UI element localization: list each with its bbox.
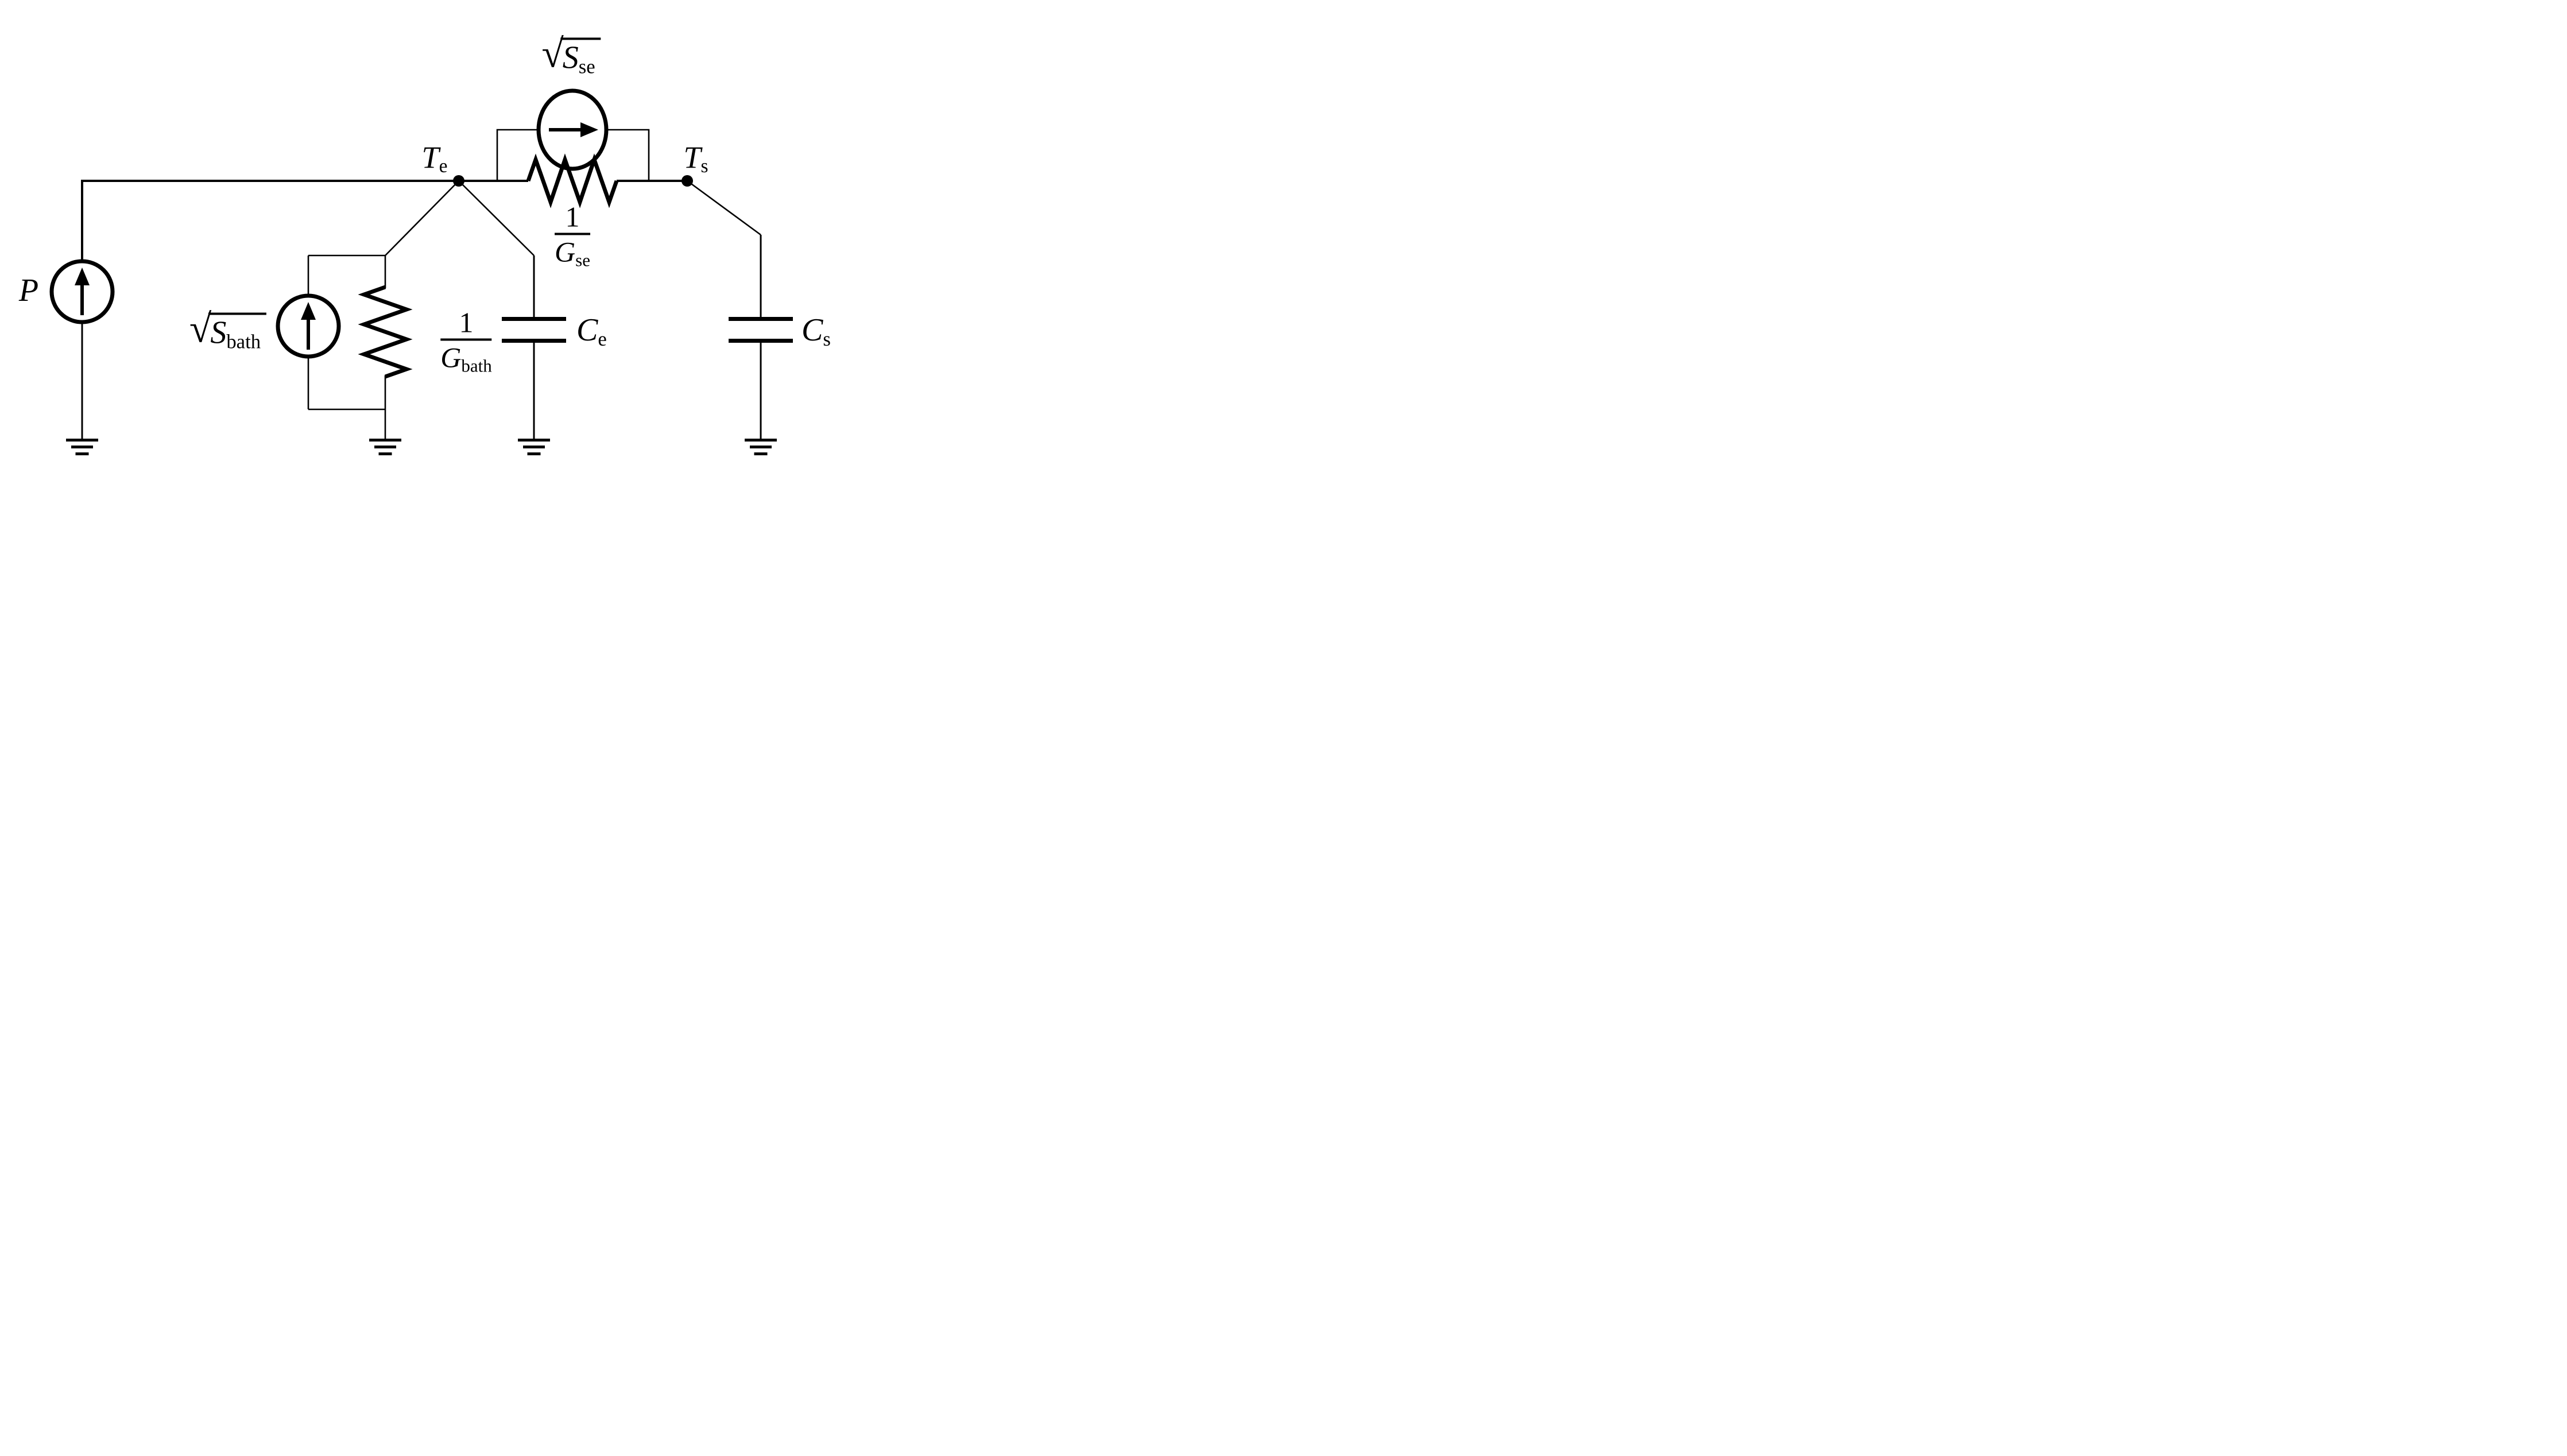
gse-resistor-label: 1 Gse bbox=[555, 200, 590, 270]
sse-source-label: √Sse bbox=[541, 32, 601, 76]
gse-resistor-zigzag bbox=[526, 153, 619, 208]
gbath-resistor-label: 1 Gbath bbox=[440, 306, 492, 376]
circuit-canvas bbox=[49, 88, 793, 455]
ground-symbol-bath bbox=[369, 439, 401, 455]
ce-capacitor bbox=[502, 317, 566, 343]
se-loop-right-wire bbox=[606, 129, 650, 181]
cs-capacitor-label: Cs bbox=[802, 312, 831, 350]
ts-node-label: Ts bbox=[683, 140, 708, 177]
cs-bottom-plate bbox=[729, 339, 793, 343]
te-bath-diagonal-wire bbox=[385, 180, 459, 256]
se-source-circle bbox=[536, 88, 609, 171]
up-arrow-icon bbox=[301, 302, 316, 320]
right-arrow-icon bbox=[580, 122, 598, 137]
ce-capacitor-label: Ce bbox=[576, 312, 607, 350]
p-current-source bbox=[49, 259, 115, 324]
cs-top-plate bbox=[729, 317, 793, 321]
up-arrow-icon bbox=[75, 268, 90, 285]
se-loop-left-wire bbox=[496, 129, 539, 181]
se-noise-current-source bbox=[536, 88, 609, 171]
gbath-resistor-zigzag bbox=[358, 285, 413, 379]
te-node-label: Te bbox=[421, 140, 448, 177]
radical-sign: √ bbox=[541, 32, 564, 76]
ground-symbol-p bbox=[66, 439, 98, 455]
ground-symbol-ce bbox=[518, 439, 550, 455]
cs-capacitor bbox=[729, 317, 793, 343]
ts-cs-diagonal-wire bbox=[687, 180, 761, 236]
sbath-source-label: √Sbath bbox=[189, 307, 267, 351]
radical-sign: √ bbox=[189, 307, 212, 351]
p-source-label: P bbox=[18, 273, 39, 308]
bath-noise-current-source bbox=[276, 293, 341, 359]
main-wire-left bbox=[81, 180, 528, 261]
ground-symbol-cs bbox=[745, 439, 777, 455]
te-ce-diagonal-wire bbox=[458, 180, 535, 256]
fraction-bar bbox=[440, 338, 492, 341]
circuit-figure: P √Sbath √Sse Te Ts 1 Gse 1 Gbath Ce C bbox=[0, 0, 855, 485]
fraction-bar bbox=[555, 233, 590, 235]
ce-top-plate bbox=[502, 317, 566, 321]
ce-bottom-plate bbox=[502, 339, 566, 343]
